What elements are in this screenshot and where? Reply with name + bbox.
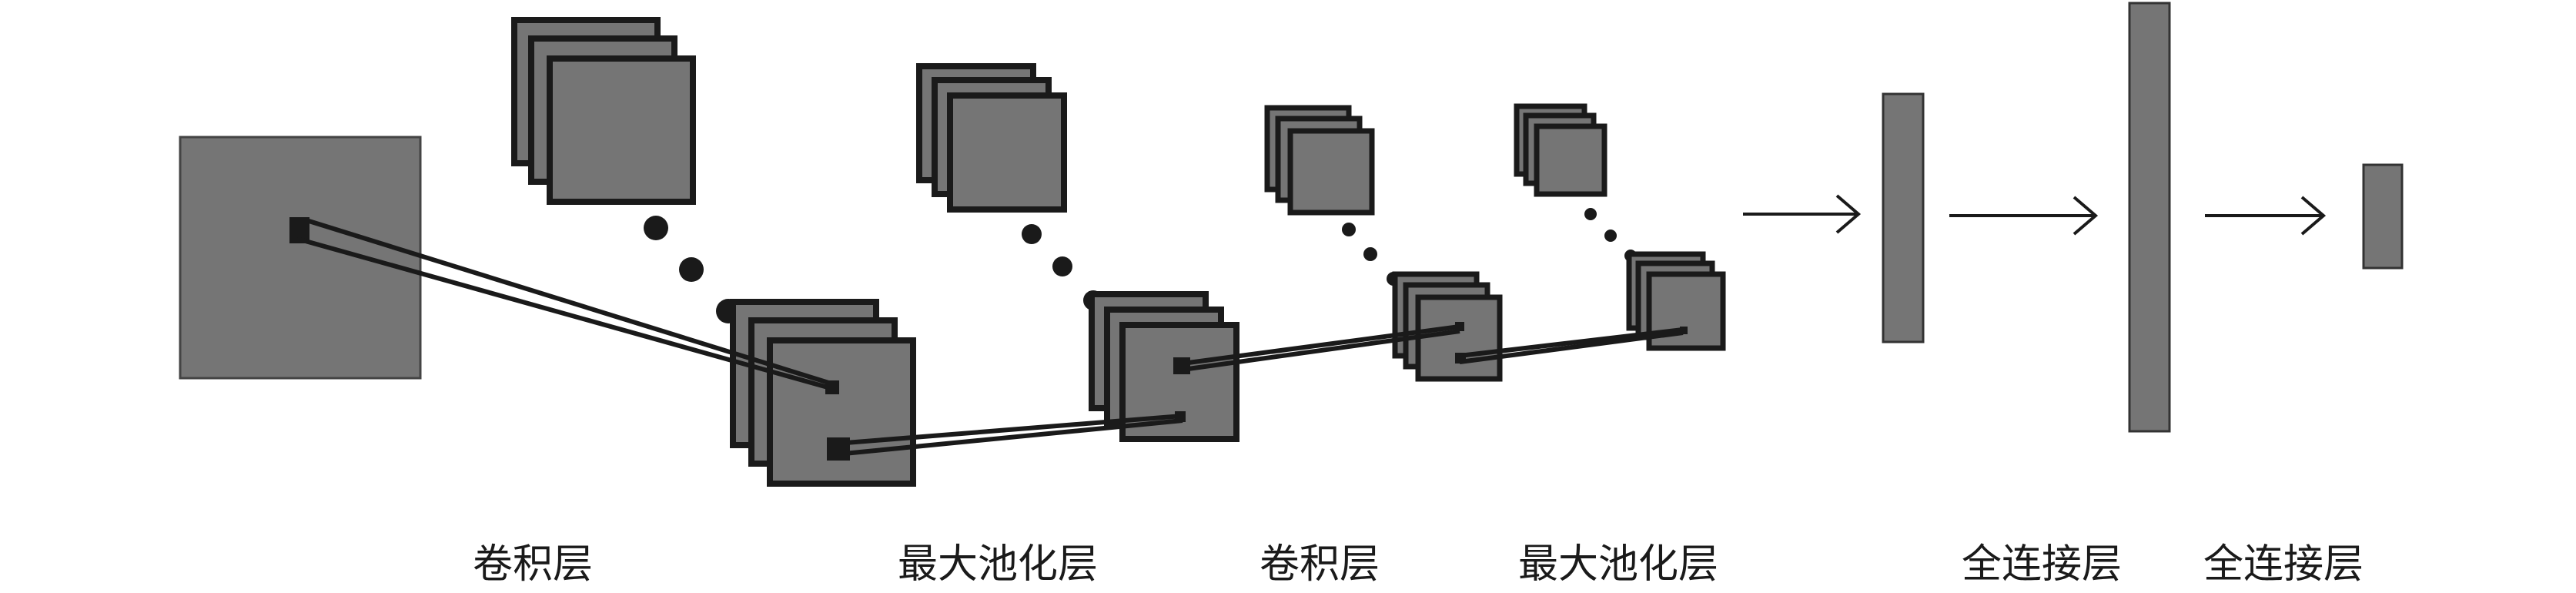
label-pool1: 最大池化层 (897, 541, 1099, 588)
flow-arrows (1743, 194, 2327, 236)
arrow-to-fc2 (1949, 196, 2099, 236)
conv1-back-stack (511, 17, 696, 205)
label-fc2: 全连接层 (2203, 541, 2364, 588)
conv2-ellipsis-dots (1342, 223, 1400, 286)
conv1-ellipsis-dots (644, 216, 741, 323)
pool2-front-stack (1626, 251, 1726, 351)
label-fc1: 全连接层 (1961, 541, 2123, 588)
fc-layer-2 (2128, 2, 2171, 433)
label-conv2: 卷积层 (1259, 541, 1380, 588)
conv2-front-stack (1392, 271, 1503, 382)
receptive-field-markers (825, 322, 1688, 461)
arrow-to-fc1 (1743, 194, 1862, 234)
conv2-back-stack (1264, 105, 1375, 216)
input-image (179, 136, 422, 380)
label-conv1: 卷积层 (472, 541, 594, 588)
connection-lines (296, 218, 1684, 457)
pool2-back-stack (1514, 103, 1607, 197)
output-layer (2362, 163, 2404, 270)
fc-layer-1 (1882, 92, 1925, 343)
arrow-to-output (2205, 196, 2327, 236)
conv1-front-stack (730, 299, 916, 487)
pool1-back-stack (916, 63, 1067, 213)
label-pool2: 最大池化层 (1517, 541, 1719, 588)
